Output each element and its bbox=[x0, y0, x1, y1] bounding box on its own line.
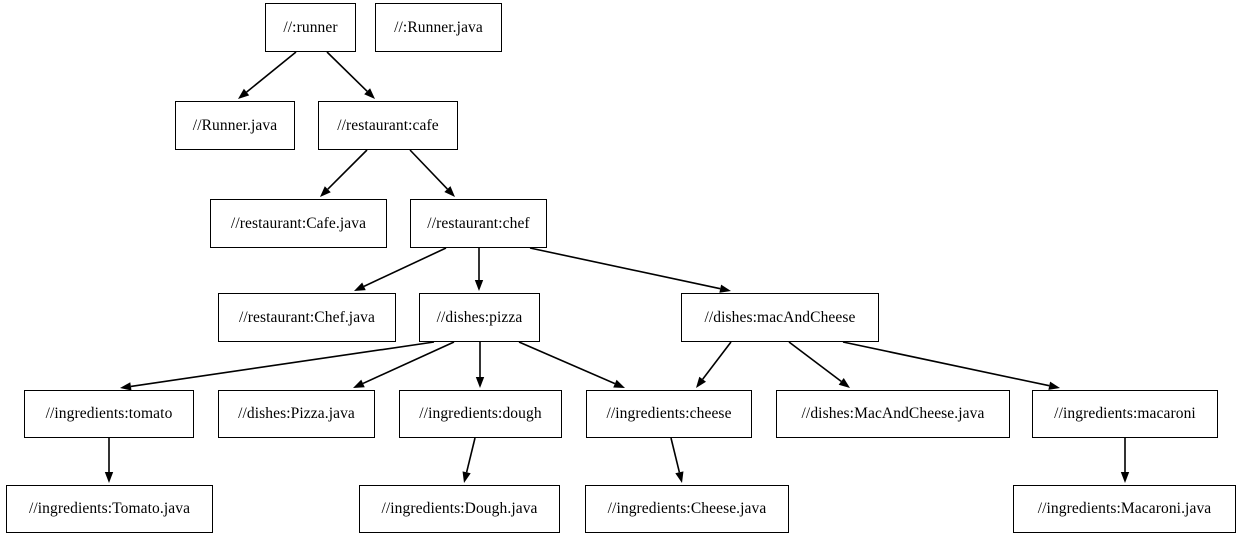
graph-node-label: //ingredients:tomato bbox=[45, 405, 173, 423]
graph-edge-restaurant_cafe-to-restaurant_cafe_java bbox=[320, 149, 368, 197]
graph-edge-dishes_pizza-to-ing_tomato bbox=[120, 341, 435, 391]
graph-edge-restaurant_cafe-to-restaurant_chef bbox=[409, 149, 455, 197]
graph-node-runner[interactable]: //:runner bbox=[265, 3, 356, 52]
graph-node-label: //ingredients:dough bbox=[419, 405, 542, 423]
graph-edge-runner-to-restaurant_cafe bbox=[326, 51, 375, 99]
graph-node-label: //ingredients:Macaroni.java bbox=[1037, 500, 1212, 518]
graph-node-label: //ingredients:Dough.java bbox=[381, 500, 538, 518]
graph-node-label: //restaurant:chef bbox=[427, 214, 530, 232]
graph-edge-dishes_macandcheese-to-dishes_mac_java bbox=[788, 341, 850, 388]
graph-node-runner_java_root[interactable]: //:Runner.java bbox=[375, 3, 502, 52]
graph-node-label: //restaurant:Cafe.java bbox=[230, 214, 367, 232]
graph-node-label: //restaurant:cafe bbox=[337, 116, 439, 134]
graph-node-dishes_macandcheese[interactable]: //dishes:macAndCheese bbox=[681, 293, 879, 342]
graph-edge-restaurant_chef-to-dishes_macandcheese bbox=[529, 247, 731, 293]
graph-node-ing_dough[interactable]: //ingredients:dough bbox=[399, 390, 562, 438]
graph-node-label: //restaurant:Chef.java bbox=[238, 308, 376, 326]
graph-node-label: //dishes:MacAndCheese.java bbox=[801, 405, 985, 423]
graph-node-label: //ingredients:cheese bbox=[606, 405, 732, 423]
graph-edge-dishes_macandcheese-to-ing_macaroni bbox=[842, 341, 1060, 390]
graph-node-ing_tomato_java[interactable]: //ingredients:Tomato.java bbox=[6, 485, 213, 533]
graph-node-label: //ingredients:Tomato.java bbox=[28, 500, 191, 518]
graph-node-ing_cheese_java[interactable]: //ingredients:Cheese.java bbox=[585, 485, 789, 533]
graph-node-ing_cheese[interactable]: //ingredients:cheese bbox=[586, 390, 752, 438]
graph-node-restaurant_chef[interactable]: //restaurant:chef bbox=[410, 199, 547, 248]
graph-edge-dishes_macandcheese-to-ing_cheese bbox=[696, 341, 732, 388]
graph-node-label: //ingredients:Cheese.java bbox=[607, 500, 767, 518]
graph-node-dishes_pizza[interactable]: //dishes:pizza bbox=[419, 293, 540, 342]
graph-node-runner_java[interactable]: //Runner.java bbox=[175, 101, 295, 150]
graph-node-restaurant_cafe[interactable]: //restaurant:cafe bbox=[318, 101, 458, 150]
graph-node-ing_macaroni_java[interactable]: //ingredients:Macaroni.java bbox=[1013, 485, 1236, 533]
graph-node-restaurant_chef_java[interactable]: //restaurant:Chef.java bbox=[218, 293, 396, 342]
graph-edge-restaurant_chef-to-dishes_pizza bbox=[474, 248, 484, 291]
graph-node-label: //dishes:Pizza.java bbox=[238, 405, 355, 423]
graph-edge-ing_tomato-to-ing_tomato_java bbox=[104, 438, 114, 483]
graph-node-label: //dishes:macAndCheese bbox=[704, 308, 856, 326]
graph-node-label: //Runner.java bbox=[192, 116, 278, 134]
graph-edge-ing_cheese-to-ing_cheese_java bbox=[670, 437, 684, 483]
graph-edge-ing_dough-to-ing_dough_java bbox=[462, 437, 476, 483]
graph-node-dishes_pizza_java[interactable]: //dishes:Pizza.java bbox=[218, 390, 375, 438]
graph-edge-dishes_pizza-to-dishes_pizza_java bbox=[353, 341, 455, 388]
graph-node-label: //ingredients:macaroni bbox=[1054, 405, 1196, 423]
graph-node-label: //:runner bbox=[283, 18, 338, 36]
graph-edge-dishes_pizza-to-ing_cheese bbox=[518, 341, 625, 388]
graph-node-ing_dough_java[interactable]: //ingredients:Dough.java bbox=[359, 485, 560, 533]
graph-node-ing_macaroni[interactable]: //ingredients:macaroni bbox=[1032, 390, 1218, 438]
graph-node-label: //dishes:pizza bbox=[436, 308, 523, 326]
graph-node-ing_tomato[interactable]: //ingredients:tomato bbox=[24, 390, 194, 438]
graph-edge-restaurant_chef-to-restaurant_chef_java bbox=[354, 247, 447, 291]
graph-edge-runner-to-runner_java bbox=[238, 51, 297, 99]
graph-node-dishes_mac_java[interactable]: //dishes:MacAndCheese.java bbox=[776, 390, 1010, 438]
graph-edge-dishes_pizza-to-ing_dough bbox=[475, 342, 485, 388]
graph-edge-ing_macaroni-to-ing_macaroni_java bbox=[1120, 438, 1130, 483]
graph-node-label: //:Runner.java bbox=[394, 18, 483, 36]
graph-node-restaurant_cafe_java[interactable]: //restaurant:Cafe.java bbox=[210, 199, 387, 248]
